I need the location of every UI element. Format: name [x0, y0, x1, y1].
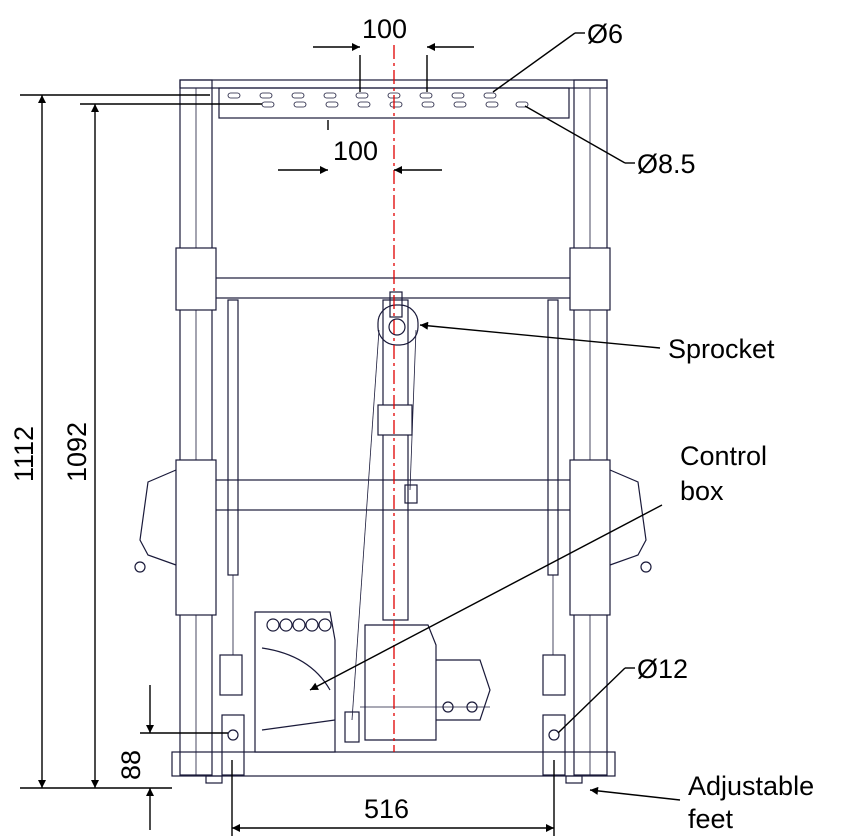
dim-mid-hole: Ø8.5 [637, 149, 696, 179]
dim-total-height: 1112 [9, 426, 39, 482]
dim-top-spacing: 100 [362, 14, 407, 44]
dim-foot-hole: Ø12 [637, 654, 688, 684]
dimensions: 100 100 Ø6 Ø8.5 1112 1092 88 516 [9, 14, 696, 836]
callout-feet-line1: Adjustable [688, 771, 814, 801]
dim-foot-height: 88 [116, 750, 146, 780]
callouts: Sprocket Control box Adjustable feet [309, 321, 814, 834]
dim-inner-height: 1092 [62, 422, 92, 482]
frame [134, 79, 652, 784]
callout-control-box-line1: Control [680, 441, 767, 471]
callout-sprocket: Sprocket [668, 334, 775, 364]
callout-feet-line2: feet [688, 804, 734, 834]
dim-width: 516 [364, 794, 409, 824]
dim-mid-spacing: 100 [333, 136, 378, 166]
dim-top-hole: Ø6 [587, 19, 623, 49]
callout-control-box-line2: box [680, 476, 724, 506]
